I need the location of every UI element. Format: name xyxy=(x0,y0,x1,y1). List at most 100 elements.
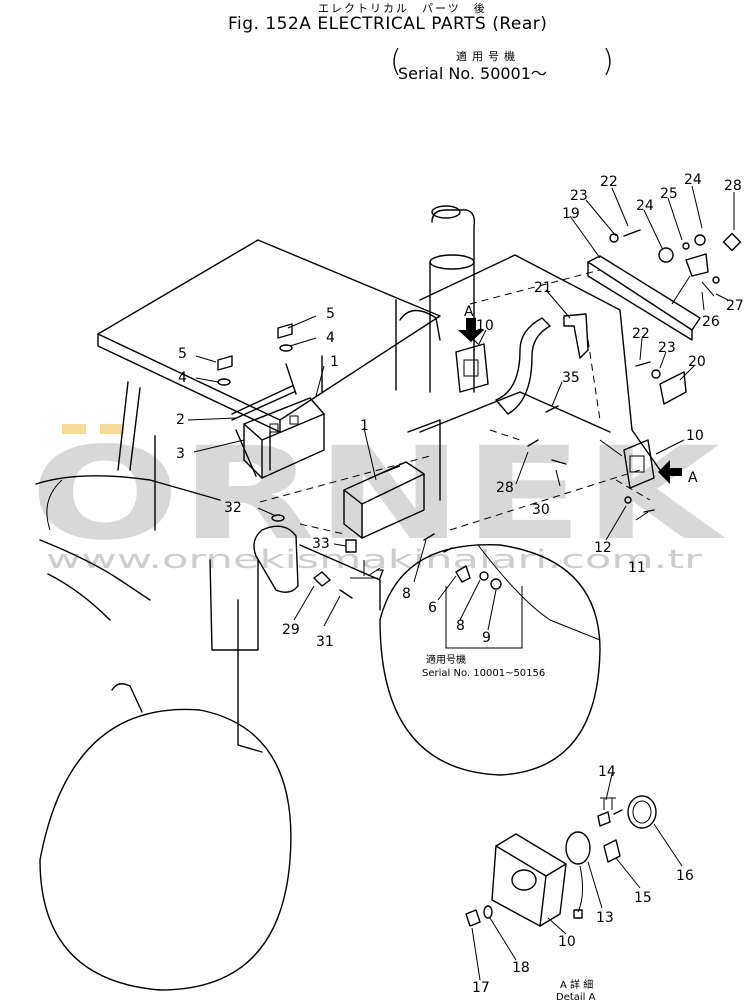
label-5b: 5 xyxy=(326,306,335,322)
bolt-11 xyxy=(643,509,655,513)
plate-28 xyxy=(722,232,742,252)
label-2: 2 xyxy=(176,412,185,428)
label-9: 9 xyxy=(482,630,491,646)
label-28b: 28 xyxy=(496,480,514,496)
nut-5-right xyxy=(277,323,293,339)
watermark-accent-2 xyxy=(100,424,124,434)
label-15: 15 xyxy=(634,890,652,906)
bolt-22b xyxy=(635,361,651,367)
bulb-15 xyxy=(603,839,621,863)
work-lamp-top xyxy=(455,343,489,393)
washer-23 xyxy=(609,233,619,243)
lever xyxy=(111,683,143,713)
label-8b: 8 xyxy=(456,618,465,634)
watermark-brand: ORNEK xyxy=(30,420,727,569)
frame-lower-2 xyxy=(47,573,111,621)
intake-pipe xyxy=(495,317,551,415)
bolt-22 xyxy=(623,229,641,237)
battery-box-upper xyxy=(243,397,325,479)
label-10b: 10 xyxy=(686,428,704,444)
nut-5-left xyxy=(217,355,233,371)
label-24a: 24 xyxy=(636,198,654,214)
arrow-down-icon xyxy=(458,318,484,342)
muffler-base xyxy=(399,309,441,341)
plate-20 xyxy=(659,371,687,405)
tyres xyxy=(39,544,601,991)
dash-bolts xyxy=(615,479,651,501)
detail-a xyxy=(465,795,657,927)
nut-17 xyxy=(465,909,481,927)
bolt-35 xyxy=(545,405,559,413)
arrow-left-icon xyxy=(658,460,682,484)
hood-panel xyxy=(97,239,441,421)
rear-tyre xyxy=(379,544,601,776)
sensor-30 xyxy=(551,459,567,465)
washer-4-right xyxy=(279,344,293,352)
watermark: ORNEK www.ornekismakinalari.com.tr xyxy=(30,420,727,575)
screws-14 xyxy=(597,809,623,827)
label-12: 12 xyxy=(594,540,612,556)
serial-range: ( 適用号機 Serial No. 50001～ ) xyxy=(390,44,620,84)
dash-bracket xyxy=(469,269,601,305)
label-26: 26 xyxy=(702,314,720,330)
label-25: 25 xyxy=(660,186,678,202)
washer-4-left xyxy=(217,378,231,386)
label-19: 19 xyxy=(562,206,580,222)
label-10a: 10 xyxy=(476,318,494,334)
washer-18 xyxy=(483,905,493,919)
figure-title: Fig. 152A ELECTRICAL PARTS (Rear) xyxy=(228,14,548,34)
rear-lamp-assembly xyxy=(455,229,742,513)
note-box xyxy=(445,586,523,649)
lamp-bulb-13 xyxy=(565,831,591,865)
hood-edge xyxy=(97,333,281,433)
label-10c: 10 xyxy=(558,934,576,950)
watermark-url: www.ornekismakinalari.com.tr xyxy=(46,545,703,575)
label-14: 14 xyxy=(598,764,616,780)
detail-caption: A 詳 細 Detail A xyxy=(556,978,596,1002)
label-20: 20 xyxy=(688,354,706,370)
leader-lines xyxy=(259,269,651,810)
leader-10-right xyxy=(599,439,623,457)
cap-27 xyxy=(712,276,720,284)
label-6: 6 xyxy=(428,600,437,616)
horn-cap xyxy=(271,514,285,522)
lamp-wire-13 xyxy=(577,865,584,913)
header: エレクトリカル パーツ 後 Fig. 152A ELECTRICAL PARTS… xyxy=(0,0,745,90)
label-1a: 1 xyxy=(330,354,339,370)
battery-upper xyxy=(231,355,325,479)
body-side-lines xyxy=(154,431,271,531)
note-serial: Serial No. 10001~50156 xyxy=(422,668,545,679)
label-4b: 4 xyxy=(326,330,335,346)
label-17: 17 xyxy=(472,980,490,996)
lamp-26-wire xyxy=(671,275,691,305)
label-27: 27 xyxy=(726,298,744,314)
battery-hold-rod xyxy=(231,385,295,421)
rear-body-mid xyxy=(419,391,611,433)
label-21: 21 xyxy=(534,280,552,296)
fender-left xyxy=(46,479,63,531)
switch-29 xyxy=(313,571,331,587)
label-33: 33 xyxy=(312,536,330,552)
spacer-25 xyxy=(682,242,690,250)
washer-24 xyxy=(694,234,706,246)
frame-left xyxy=(35,475,221,501)
dash-rear xyxy=(587,339,601,421)
lamp-bracket-19 xyxy=(587,255,701,331)
frame-post xyxy=(237,599,263,753)
label-4a: 4 xyxy=(178,370,187,386)
part-labels: 1 1 2 3 4 4 5 5 6 7 8 8 9 10 10 10 11 12… xyxy=(176,172,744,996)
washer-8 xyxy=(479,571,489,581)
work-lamp-right xyxy=(623,439,655,489)
bracket-7 xyxy=(350,560,378,579)
frame-lower xyxy=(39,539,151,601)
bracket-21 xyxy=(563,313,589,359)
label-22a: 22 xyxy=(600,174,618,190)
lamp-housing-opening xyxy=(511,869,537,891)
bracket-14 xyxy=(600,797,616,810)
nut-9 xyxy=(490,578,502,590)
label-30: 30 xyxy=(532,502,550,518)
rear-body-step xyxy=(407,419,441,501)
japanese-title: エレクトリカル パーツ 後 xyxy=(318,2,487,15)
serial-number: Serial No. 50001～ xyxy=(398,64,547,83)
